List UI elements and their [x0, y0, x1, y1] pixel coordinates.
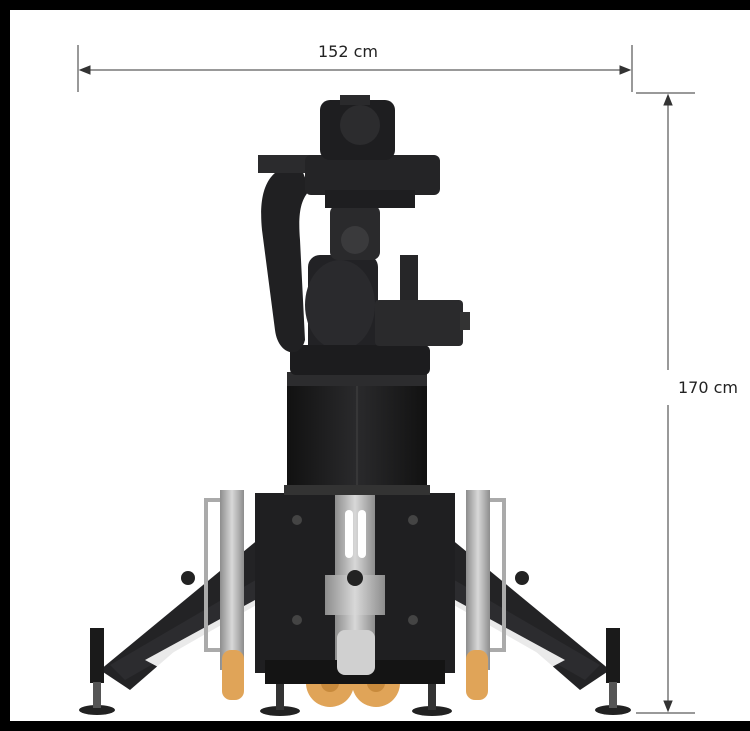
- height-label: 170 cm: [678, 378, 739, 397]
- height-dimension: [636, 92, 695, 714]
- width-dimension: [77, 45, 633, 92]
- column: [284, 372, 430, 495]
- chassis: [255, 490, 455, 684]
- side-rails: [181, 490, 529, 670]
- width-label: 152 cm: [318, 42, 379, 61]
- robot-arm: [258, 95, 470, 375]
